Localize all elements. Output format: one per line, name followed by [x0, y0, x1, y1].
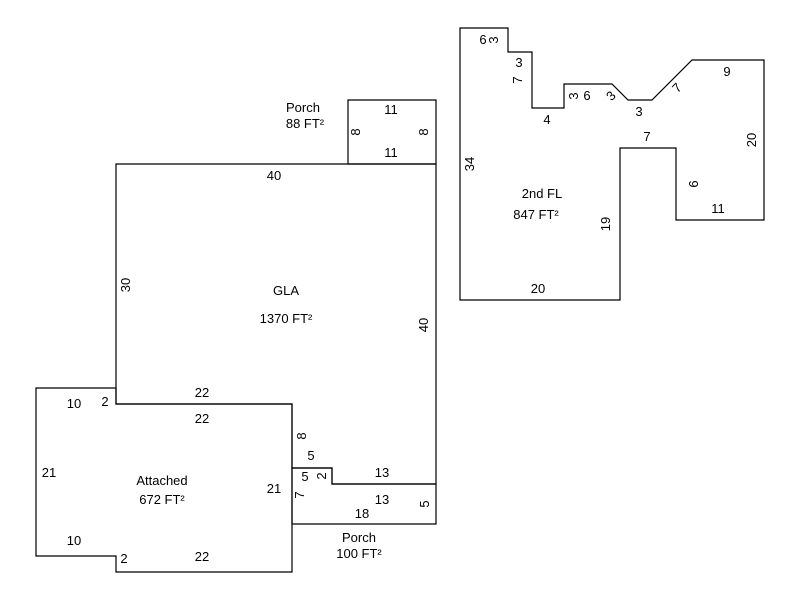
- dim-label: 2: [314, 472, 329, 479]
- dim-label: 5: [301, 469, 308, 484]
- dim-label: 4: [543, 112, 550, 127]
- dim-label: 34: [462, 157, 477, 171]
- porch-top-name: Porch: [286, 100, 320, 115]
- dim-label: 9: [723, 64, 730, 79]
- gla-area: 1370 FT²: [260, 311, 313, 326]
- dim-label: 22: [195, 549, 209, 564]
- porch-top-area: 88 FT²: [286, 116, 325, 131]
- dim-label: 13: [375, 492, 389, 507]
- dim-label: 19: [598, 217, 613, 231]
- dim-label: 6: [583, 88, 590, 103]
- dim-label: 5: [417, 500, 432, 507]
- attached-area: 672 FT²: [139, 492, 185, 507]
- dim-label: 8: [416, 128, 431, 135]
- dim-label: 9: [686, 180, 701, 187]
- dim-label: 8: [348, 128, 363, 135]
- dim-label: 3: [603, 88, 619, 104]
- dim-label: 2: [120, 551, 127, 566]
- dim-label: 8: [294, 432, 309, 439]
- gla-name: GLA: [273, 283, 299, 298]
- dim-label: 2: [101, 394, 108, 409]
- porch-bottom-name: Porch: [342, 530, 376, 545]
- dim-label: 10: [67, 396, 81, 411]
- dim-label: 7: [292, 491, 307, 498]
- dim-label: 11: [384, 102, 398, 117]
- dim-label: 30: [118, 278, 133, 292]
- dim-label: 7: [643, 129, 650, 144]
- dim-label: 3: [635, 104, 642, 119]
- dim-label: 21: [42, 465, 56, 480]
- dim-label: 11: [711, 201, 725, 216]
- second-floor-name: 2nd FL: [522, 186, 562, 201]
- dim-label: 5: [307, 448, 314, 463]
- dim-label: 3: [566, 92, 581, 99]
- dim-label: 22: [195, 411, 209, 426]
- dim-label: 40: [267, 168, 281, 183]
- dim-label: 7: [510, 76, 525, 83]
- attached-outline: [35, 387, 293, 573]
- second-floor-area: 847 FT²: [513, 207, 559, 222]
- porch-bottom-outline: [291, 467, 437, 525]
- dim-label: 40: [416, 318, 431, 332]
- dim-label: 21: [267, 481, 281, 496]
- dim-label: 13: [375, 465, 389, 480]
- second-floor-outline: [459, 27, 765, 301]
- dim-label: 22: [195, 385, 209, 400]
- porch-bottom-area: 100 FT²: [336, 546, 382, 561]
- dim-label: 3: [515, 55, 522, 70]
- dim-label: 6: [479, 32, 486, 47]
- dim-label: 3: [486, 36, 501, 43]
- dim-label: 20: [531, 281, 545, 296]
- dim-label: 7: [669, 80, 685, 96]
- dim-label: 20: [744, 133, 759, 147]
- dim-label: 10: [67, 533, 81, 548]
- dim-label: 11: [384, 145, 398, 160]
- attached-name: Attached: [136, 473, 187, 488]
- dim-label: 18: [355, 506, 369, 521]
